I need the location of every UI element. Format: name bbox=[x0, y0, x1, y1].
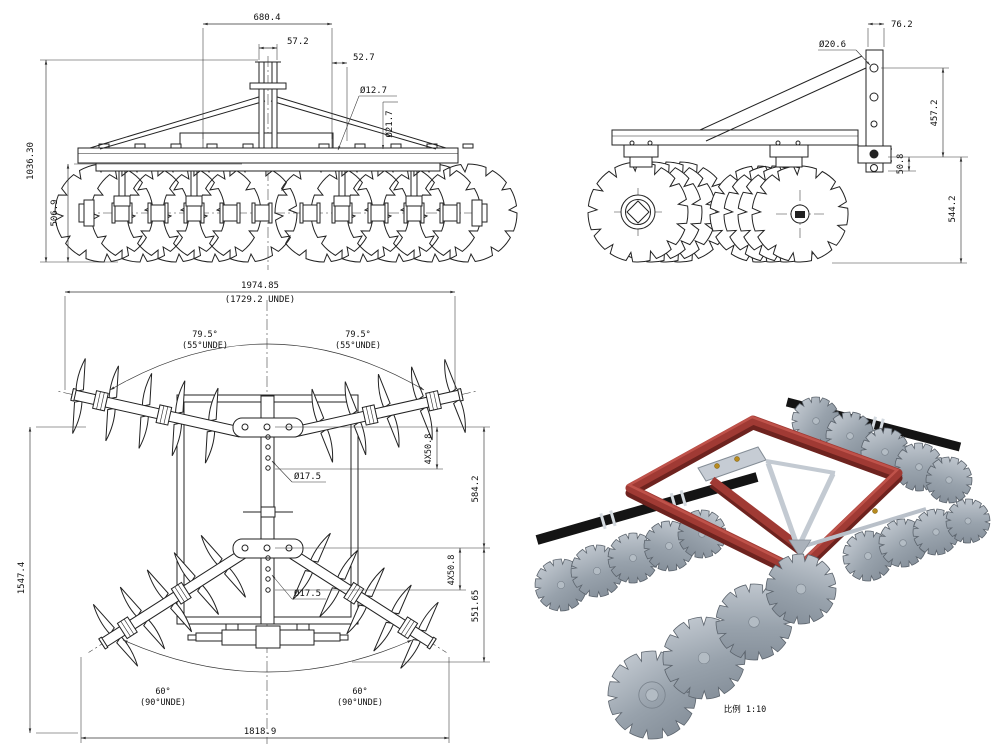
dim-plan-gang-spacing: 584.2 bbox=[471, 475, 481, 502]
side-view: 76.2 Ø20.6 457.2 50.8 544.2 bbox=[587, 20, 968, 264]
dim-front-axle-dia: Ø21.7 bbox=[384, 110, 395, 137]
disc-gang bbox=[56, 358, 260, 464]
dim-front-overall-width: 680.4 bbox=[253, 13, 280, 23]
dim-plan-rear-hole-dia: Ø17.5 bbox=[294, 588, 321, 599]
front-view-dimensions: 1036.30 506.9 680.4 57.2 52.7 Ø12.7 Ø21.… bbox=[26, 13, 398, 263]
dim-plan-rear-angle-right-alt: (90°UNDE) bbox=[337, 698, 383, 708]
scale-label: 比例 1:10 bbox=[724, 704, 767, 715]
dim-side-hole-dia: Ø20.6 bbox=[819, 39, 846, 50]
disc-gang bbox=[266, 532, 447, 669]
dim-front-disc-height: 506.9 bbox=[50, 199, 60, 226]
iso-view-geometry bbox=[534, 396, 991, 740]
plan-view-dimensions: 1974.85 (1729.2 UNDE) 79.5° (55°UNDE) 79… bbox=[17, 281, 490, 743]
dim-plan-rear-angle-left-alt: (90°UNDE) bbox=[140, 698, 186, 708]
dim-front-total-height: 1036.30 bbox=[26, 142, 36, 180]
dim-plan-rear-angle-left: 60° bbox=[155, 687, 170, 697]
dim-plan-front-angle-right: 79.5° bbox=[345, 330, 371, 340]
dim-front-hole-dia: Ø12.7 bbox=[360, 85, 387, 96]
dim-plan-rear-section-length: 551.65 bbox=[471, 590, 481, 623]
dim-front-side-offset: 52.7 bbox=[353, 53, 375, 63]
side-view-dimensions: 76.2 Ø20.6 457.2 50.8 544.2 bbox=[818, 20, 968, 264]
disc-gang bbox=[274, 359, 478, 463]
dim-plan-length: 1547.4 bbox=[17, 562, 27, 595]
dim-side-post-width: 76.2 bbox=[891, 20, 913, 30]
dim-plan-front-angle-right-alt: (55°UNDE) bbox=[335, 341, 381, 351]
dim-plan-front-angle-left-alt: (55°UNDE) bbox=[182, 341, 228, 351]
dim-plan-rear-hole-spacing: 4X50.8 bbox=[447, 555, 457, 586]
plan-view: 1974.85 (1729.2 UNDE) 79.5° (55°UNDE) 79… bbox=[17, 281, 490, 744]
front-view: 1036.30 506.9 680.4 57.2 52.7 Ø12.7 Ø21.… bbox=[26, 13, 518, 270]
dim-plan-front-hole-spacing: 4X50.8 bbox=[424, 434, 434, 465]
dim-side-hole-spacing: 50.8 bbox=[896, 154, 906, 174]
dim-side-total-height: 544.2 bbox=[948, 195, 958, 222]
dim-plan-overall-width: 1974.85 bbox=[241, 281, 279, 291]
dim-front-mast-width: 57.2 bbox=[287, 37, 309, 47]
front-view-geometry bbox=[54, 56, 518, 270]
dim-plan-front-angle-left: 79.5° bbox=[192, 330, 218, 340]
dim-plan-rear-angle-right: 60° bbox=[352, 687, 367, 697]
side-view-geometry bbox=[587, 49, 892, 263]
dim-plan-front-hole-dia: Ø17.5 bbox=[294, 471, 321, 482]
plan-view-geometry bbox=[56, 300, 478, 744]
dim-plan-overall-width-alt: (1729.2 UNDE) bbox=[225, 295, 295, 305]
dim-side-hitch-height: 457.2 bbox=[930, 99, 940, 126]
iso-view: 比例 1:10 bbox=[534, 396, 991, 740]
disc-gang bbox=[88, 535, 269, 667]
dim-plan-working-width: 1818.9 bbox=[244, 727, 277, 737]
